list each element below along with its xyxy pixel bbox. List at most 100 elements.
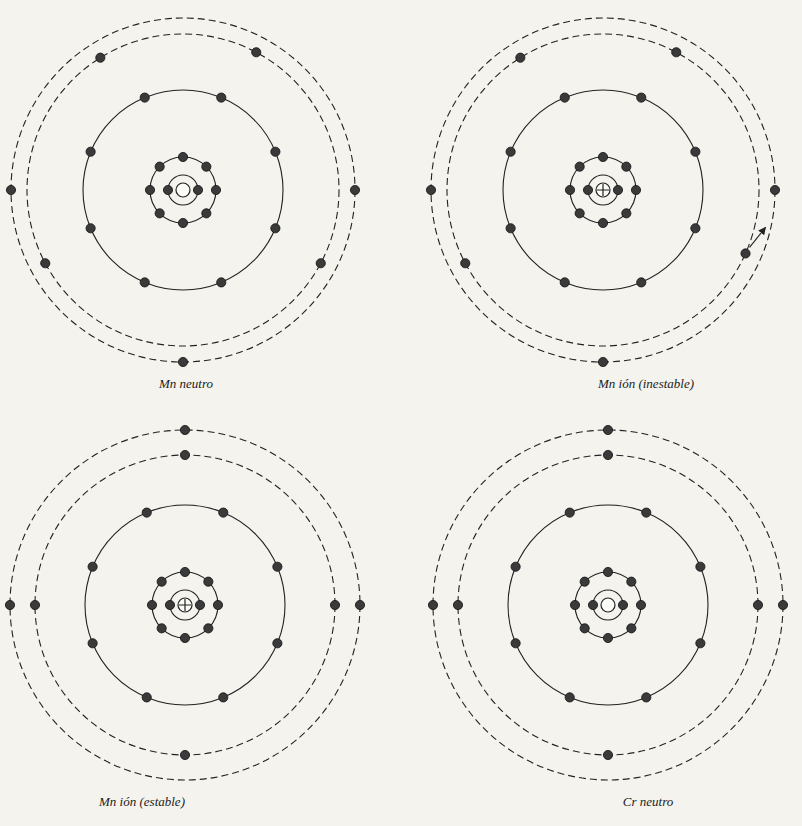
electron — [603, 567, 612, 576]
orbit — [83, 90, 283, 290]
electron — [636, 600, 645, 609]
electron — [588, 600, 597, 609]
electron — [273, 639, 282, 648]
electron — [560, 93, 569, 102]
electron — [637, 278, 646, 287]
electron — [565, 185, 574, 194]
electron — [155, 162, 164, 171]
electron — [147, 600, 156, 609]
electron — [770, 185, 779, 194]
electron — [271, 147, 280, 156]
outer-orbit — [431, 18, 775, 362]
electron — [142, 693, 151, 702]
electron — [180, 567, 189, 576]
electron — [603, 425, 612, 434]
electron — [627, 624, 636, 633]
electron — [603, 633, 612, 642]
outer-orbit — [458, 455, 758, 755]
electron — [575, 209, 584, 218]
electron — [618, 600, 627, 609]
nucleus-plus — [179, 599, 191, 611]
electron — [165, 600, 174, 609]
electron — [96, 53, 105, 62]
nucleus — [176, 183, 190, 197]
electron — [180, 450, 189, 459]
atom-model — [5, 425, 364, 780]
electron — [603, 450, 612, 459]
electron — [271, 224, 280, 233]
orbit — [152, 572, 218, 638]
electron — [506, 224, 515, 233]
electron — [213, 600, 222, 609]
electron — [778, 600, 787, 609]
electron — [140, 278, 149, 287]
atom-caption: Cr neutro — [621, 794, 675, 810]
electron — [178, 218, 187, 227]
electron — [583, 185, 592, 194]
orbit — [85, 505, 285, 705]
atom-model — [6, 18, 359, 367]
electron — [140, 93, 149, 102]
electron — [157, 624, 166, 633]
electron — [86, 224, 95, 233]
electron — [350, 185, 359, 194]
atom-model — [428, 425, 787, 780]
nucleus — [596, 183, 610, 197]
electron — [180, 425, 189, 434]
electron — [178, 357, 187, 366]
electron — [142, 508, 151, 517]
electron — [565, 693, 574, 702]
atom-caption: Mn neutro — [157, 376, 215, 392]
orbit — [503, 90, 703, 290]
electron — [155, 209, 164, 218]
electron — [252, 48, 261, 57]
electron — [180, 633, 189, 642]
electron — [691, 224, 700, 233]
electron — [6, 185, 15, 194]
electron — [195, 600, 204, 609]
electron — [511, 562, 520, 571]
electron — [580, 577, 589, 586]
electron — [613, 185, 622, 194]
electron — [642, 508, 651, 517]
electron — [426, 185, 435, 194]
outer-orbit — [433, 430, 783, 780]
electron — [178, 152, 187, 161]
electron — [575, 162, 584, 171]
electron — [631, 185, 640, 194]
outer-orbit — [27, 34, 339, 346]
electron — [622, 162, 631, 171]
orbit — [570, 157, 636, 223]
electron — [88, 639, 97, 648]
electron — [598, 357, 607, 366]
electron — [428, 600, 437, 609]
electron — [157, 577, 166, 586]
electron — [627, 577, 636, 586]
electron — [560, 278, 569, 287]
electron — [691, 147, 700, 156]
electron — [516, 53, 525, 62]
electron — [219, 693, 228, 702]
nucleus — [178, 598, 192, 612]
atom-caption: Mn ión (estable) — [97, 794, 187, 810]
electron — [86, 147, 95, 156]
electron — [5, 600, 14, 609]
electron — [461, 259, 470, 268]
electron — [622, 209, 631, 218]
outer-orbit — [11, 18, 355, 362]
electron — [202, 209, 211, 218]
atom-caption: Mn ión (inestable) — [596, 376, 696, 392]
electron — [355, 600, 364, 609]
nucleus — [601, 598, 615, 612]
electron — [163, 185, 172, 194]
electron — [193, 185, 202, 194]
outer-orbit — [447, 34, 759, 346]
electron — [316, 259, 325, 268]
electron — [696, 562, 705, 571]
electron — [330, 600, 339, 609]
electron — [637, 93, 646, 102]
electron — [741, 249, 750, 258]
nucleus-plus — [597, 184, 609, 196]
electron — [753, 600, 762, 609]
